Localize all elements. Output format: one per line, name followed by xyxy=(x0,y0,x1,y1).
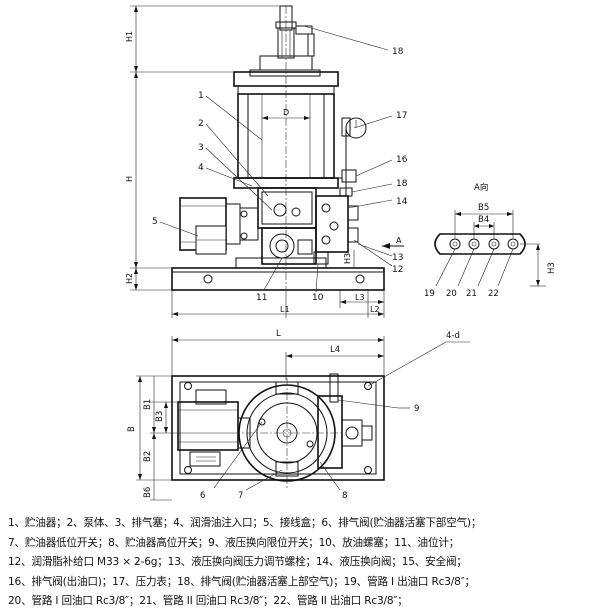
callout-21: 21 xyxy=(466,289,477,299)
dim-H3-a: H3 xyxy=(547,262,557,274)
dim-L: L xyxy=(276,329,281,339)
front-callouts: 1 2 3 4 5 10 11 12 13 14 16 17 18 18 xyxy=(152,47,408,303)
dim-D: D xyxy=(283,108,289,117)
callout-13: 13 xyxy=(392,253,403,263)
callout-10: 10 xyxy=(312,293,324,303)
callout-19: 19 xyxy=(424,289,435,299)
legend-line: 12、润滑脂补给口 M33 × 2-6g；13、液压换向阀压力调节螺栓；14、液… xyxy=(8,556,467,568)
dim-H2: H2 xyxy=(125,273,134,284)
legend-line: 1、贮油器；2、泵体、3、排气塞；4、润滑油注入口；5、接线盒；6、排气阀(贮油… xyxy=(8,517,482,529)
a-view xyxy=(434,210,546,287)
callout-1: 1 xyxy=(198,91,204,101)
callout-20: 20 xyxy=(446,289,457,299)
legend-line: 20、管路 I 回油口 Rc3/8″；21、管路 II 回油口 Rc3/8″；2… xyxy=(8,595,408,607)
dim-L4: L4 xyxy=(330,345,340,355)
parts-legend: 1、贮油器；2、泵体、3、排气塞；4、润滑油注入口；5、接线盒；6、排气阀(贮油… xyxy=(8,514,608,612)
legend-line: 16、排气阀(出油口)；17、压力表；18、排气阀(贮油器活塞上部空气)；19、… xyxy=(8,575,475,588)
callout-14: 14 xyxy=(396,197,408,207)
dim-H1: H1 xyxy=(125,31,134,42)
dim-L3: L3 xyxy=(355,293,365,302)
dim-L1: L1 xyxy=(280,305,290,314)
callout-8: 8 xyxy=(342,491,347,501)
dim-B5: B5 xyxy=(478,203,489,213)
callout-17: 17 xyxy=(396,111,407,121)
callout-4: 4 xyxy=(198,163,204,173)
dim-B3: B3 xyxy=(155,411,165,422)
top-view-labels: L L4 4-d B B1 B2 B3 B6 6 7 8 9 xyxy=(127,329,460,501)
callout-3: 3 xyxy=(198,143,204,153)
dim-H: H xyxy=(125,176,134,182)
a-view-title: A向 xyxy=(474,182,488,193)
dim-B: B xyxy=(127,426,137,432)
dim-B4: B4 xyxy=(478,215,489,225)
callout-7: 7 xyxy=(238,491,243,501)
callout-12: 12 xyxy=(392,265,403,275)
dim-B1: B1 xyxy=(143,399,153,410)
callout-11: 11 xyxy=(256,293,267,303)
callout-9: 9 xyxy=(414,404,419,414)
dim-B2: B2 xyxy=(143,451,153,462)
dim-H3-front: H3 xyxy=(343,253,352,264)
top-view xyxy=(136,336,470,501)
pump-drawing: 1 2 3 4 5 10 11 12 13 14 16 17 18 18 H1 … xyxy=(125,5,557,501)
legend-line: 7、贮油器低位开关；8、贮油器高位开关；9、液压换向限位开关；10、放油螺塞；1… xyxy=(8,536,460,549)
callout-16: 16 xyxy=(396,155,408,165)
dim-A: A xyxy=(396,236,402,245)
callout-6: 6 xyxy=(200,491,205,501)
front-view xyxy=(130,5,404,318)
front-dims: H1 H H2 D H3 L1 L2 L3 A xyxy=(125,31,402,314)
callout-18-top: 18 xyxy=(392,47,404,57)
callout-22: 22 xyxy=(488,289,499,299)
callout-18: 18 xyxy=(396,179,408,189)
dim-L2: L2 xyxy=(370,305,380,314)
a-view-labels: A向 B5 B4 H3 19 20 21 22 xyxy=(424,182,557,299)
callout-5: 5 xyxy=(152,217,158,227)
dim-4-d: 4-d xyxy=(446,331,460,341)
dim-B6: B6 xyxy=(143,487,153,498)
callout-2: 2 xyxy=(198,119,204,129)
